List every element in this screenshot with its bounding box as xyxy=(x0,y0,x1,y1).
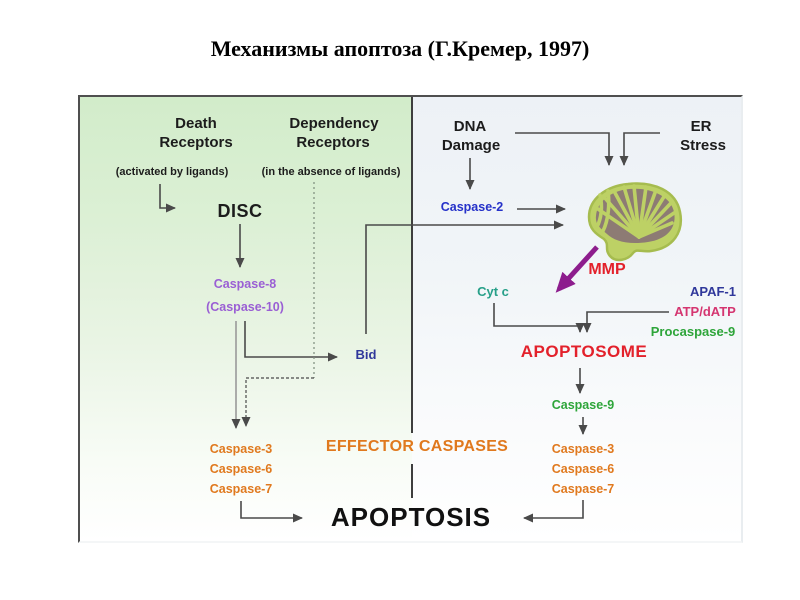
cytc-label: Cyt c xyxy=(477,284,509,299)
disc-label: DISC xyxy=(217,201,263,221)
caspase9-label: Caspase-9 xyxy=(551,398,615,412)
death-receptors-subtitle: (activated by ligands) xyxy=(115,166,229,178)
dependency-receptors-subtitle: (in the absence of ligands) xyxy=(261,166,401,178)
dependency-receptors-title-line2: Receptors xyxy=(296,134,370,151)
apoptosis-diagram: Death Receptors (activated by ligands) D… xyxy=(78,95,743,543)
apoptosome-label: APOPTOSOME xyxy=(520,342,648,361)
right-caspase7-label: Caspase-7 xyxy=(551,482,615,496)
mitochondria-cristae xyxy=(595,184,676,239)
bid-label: Bid xyxy=(355,347,377,362)
er-stress-title-line2: Stress xyxy=(680,137,726,154)
atp-datp-label: ATP/dATP xyxy=(674,304,736,319)
dna-damage-title-line1: DNA xyxy=(453,118,487,135)
procaspase9-label: Procaspase-9 xyxy=(650,324,736,339)
left-caspase7-label: Caspase-7 xyxy=(209,482,273,496)
dependency-receptors-title-line1: Dependency xyxy=(289,115,379,132)
left-caspase3-label: Caspase-3 xyxy=(209,442,273,456)
mitochondria-illustration xyxy=(587,182,683,262)
death-receptors-title-line2: Receptors xyxy=(159,134,233,151)
effector-caspases-label: EFFECTOR CASPASES xyxy=(325,438,509,455)
right-caspase6-label: Caspase-6 xyxy=(551,462,615,476)
mmp-label: MMP xyxy=(588,261,626,278)
extrinsic-pathway-panel xyxy=(80,97,412,541)
death-receptors-title-line1: Death xyxy=(175,115,217,132)
page-title: Механизмы апоптоза (Г.Кремер, 1997) xyxy=(210,36,590,61)
left-caspase6-label: Caspase-6 xyxy=(209,462,273,476)
er-stress-title-line1: ER xyxy=(690,118,712,135)
caspase2-label: Caspase-2 xyxy=(440,200,504,214)
caspase10-label: (Caspase-10) xyxy=(206,300,284,314)
right-caspase3-label: Caspase-3 xyxy=(551,442,615,456)
apoptosis-label: APOPTOSIS xyxy=(330,502,492,532)
dna-damage-title-line2: Damage xyxy=(441,137,501,154)
apaf1-label: APAF-1 xyxy=(690,284,736,299)
caspase8-label: Caspase-8 xyxy=(213,277,277,291)
